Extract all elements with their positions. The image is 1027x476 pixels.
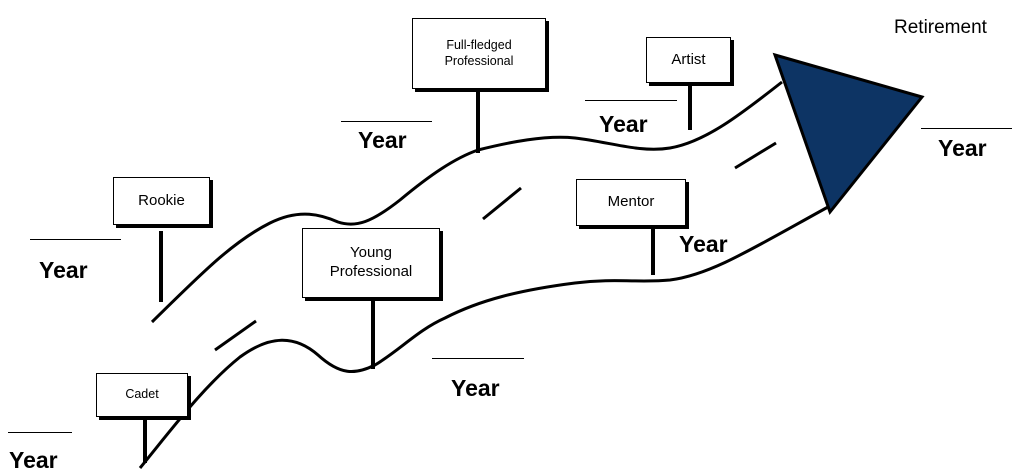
road-upper-edge <box>150 80 783 324</box>
year-blank-line <box>585 100 677 101</box>
full-fledged-professional-signpost: Full-fledged Professional <box>412 18 546 89</box>
year-label: Year <box>451 375 500 401</box>
rookie-signpost: Rookie <box>113 177 210 225</box>
year-label: Year <box>938 135 987 161</box>
year-blank-line <box>432 358 524 359</box>
road-lower-edge <box>138 205 829 469</box>
young-professional-signpost: Young Professional <box>302 228 440 298</box>
year-blank-line <box>30 239 121 240</box>
road-center-dash <box>214 319 257 352</box>
year-blank-line <box>921 128 1012 129</box>
arrowhead <box>772 52 925 216</box>
mentor-signpost: Mentor <box>576 179 686 226</box>
road-center-dash <box>734 141 777 170</box>
year-label: Year <box>679 231 728 257</box>
year-label: Year <box>9 447 58 473</box>
year-label: Year <box>358 127 407 153</box>
year-blank-line <box>8 432 72 433</box>
retirement-label: Retirement <box>894 17 987 38</box>
road-center-dash <box>482 186 522 221</box>
cadet-signpost: Cadet <box>96 373 188 417</box>
year-label: Year <box>599 111 648 137</box>
artist-signpost: Artist <box>646 37 731 83</box>
year-blank-line <box>341 121 432 122</box>
year-label: Year <box>39 257 88 283</box>
